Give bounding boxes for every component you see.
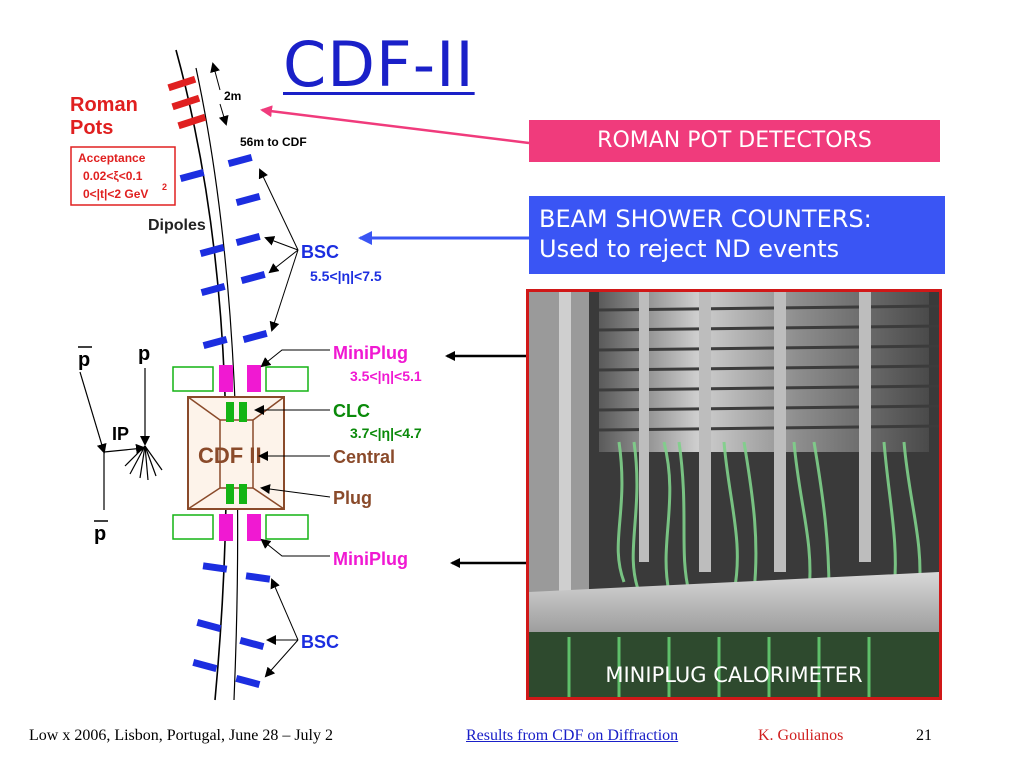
miniplug-upper-left xyxy=(219,365,233,392)
miniplug-upper-right-outline xyxy=(265,366,309,392)
miniplug-lower-right-outline xyxy=(265,514,309,540)
distance-2m: 2m xyxy=(224,89,241,103)
dipoles-label: Dipoles xyxy=(148,217,206,234)
miniplug-upper-right xyxy=(247,365,261,392)
roman-pots-label-line2: Pots xyxy=(70,117,113,139)
acceptance-t-sup: 2 xyxy=(162,182,167,192)
beam-shower-counters-line2: Used to reject ND events xyxy=(539,235,840,263)
bsc-upper-counters xyxy=(179,153,268,349)
distance-56m: 56m to CDF xyxy=(240,135,307,149)
clc-lower-left xyxy=(226,484,234,504)
bsc-lower-counters xyxy=(192,562,271,688)
miniplug-upper-range: 3.5<|η|<5.1 xyxy=(350,368,422,384)
bsc-upper-label: BSC xyxy=(301,242,339,262)
plug-label: Plug xyxy=(333,488,372,508)
bsc-upper-pointers xyxy=(258,168,299,332)
p-label: p xyxy=(138,343,150,365)
footer-talk-link[interactable]: Results from CDF on Diffraction xyxy=(466,727,679,744)
footer-page-number: 21 xyxy=(916,727,932,744)
beam-shower-counters-line1: BEAM SHOWER COUNTERS: xyxy=(539,205,872,233)
cdf2-detector-label: CDF II xyxy=(198,443,262,468)
miniplug-calorimeter-illustration xyxy=(529,292,939,697)
roman-pot-callout-arrow xyxy=(260,105,530,145)
beam-line-inner xyxy=(195,67,239,701)
clc-lower-right xyxy=(239,484,247,504)
beam-shower-counters-callout: BEAM SHOWER COUNTERS: Used to reject ND … xyxy=(529,196,945,274)
miniplug-lower-right xyxy=(247,514,261,541)
distance-2m-arrow-bottom xyxy=(218,103,229,126)
acceptance-xi: 0.02<ξ<0.1 xyxy=(83,169,143,183)
roman-pots-label-line1: Roman xyxy=(70,94,138,116)
miniplug-calorimeter-caption: MINIPLUG CALORIMETER xyxy=(605,663,863,687)
miniplug-upper-left-outline xyxy=(172,366,214,392)
miniplug-upper-pointer xyxy=(260,349,330,368)
pbar-lower-label: p xyxy=(94,523,106,545)
miniplug-upper-label: MiniPlug xyxy=(333,343,408,363)
roman-pot-detectors-callout: ROMAN POT DETECTORS xyxy=(529,120,940,162)
miniplug-lower-pointer xyxy=(260,538,330,557)
pbar-upper-label: p xyxy=(78,349,90,371)
clc-label: CLC xyxy=(333,401,370,421)
miniplug-lower-label: MiniPlug xyxy=(333,549,408,569)
roman-pot-detectors xyxy=(167,75,207,130)
central-label: Central xyxy=(333,447,395,467)
clc-range: 3.7<|η|<4.7 xyxy=(350,425,422,441)
acceptance-box xyxy=(70,146,176,206)
acceptance-title: Acceptance xyxy=(78,151,146,165)
beam-line-outer xyxy=(175,49,228,701)
clc-upper-right xyxy=(239,402,247,422)
miniplug-lower-left xyxy=(219,514,233,541)
bsc-upper-range: 5.5<|η|<7.5 xyxy=(310,268,382,284)
footer-conference: Low x 2006, Lisbon, Portugal, June 28 – … xyxy=(29,727,333,744)
miniplug-calorimeter-photo: MINIPLUG CALORIMETER xyxy=(526,289,942,700)
acceptance-t: 0<|t|<2 GeV xyxy=(83,187,148,201)
bsc-lower-pointers xyxy=(264,578,299,678)
footer-author: K. Goulianos xyxy=(758,727,844,744)
plug-pointer xyxy=(260,484,331,498)
clc-upper-left xyxy=(226,402,234,422)
miniplug-lower-left-outline xyxy=(172,514,214,540)
slide-title: CDF-II xyxy=(283,28,475,101)
pomeron-label: IP xyxy=(112,424,129,444)
bsc-lower-label: BSC xyxy=(301,632,339,652)
collision-sketch xyxy=(79,368,163,510)
distance-2m-arrow-top xyxy=(210,62,221,91)
cdf2-detector-inner xyxy=(187,396,285,510)
